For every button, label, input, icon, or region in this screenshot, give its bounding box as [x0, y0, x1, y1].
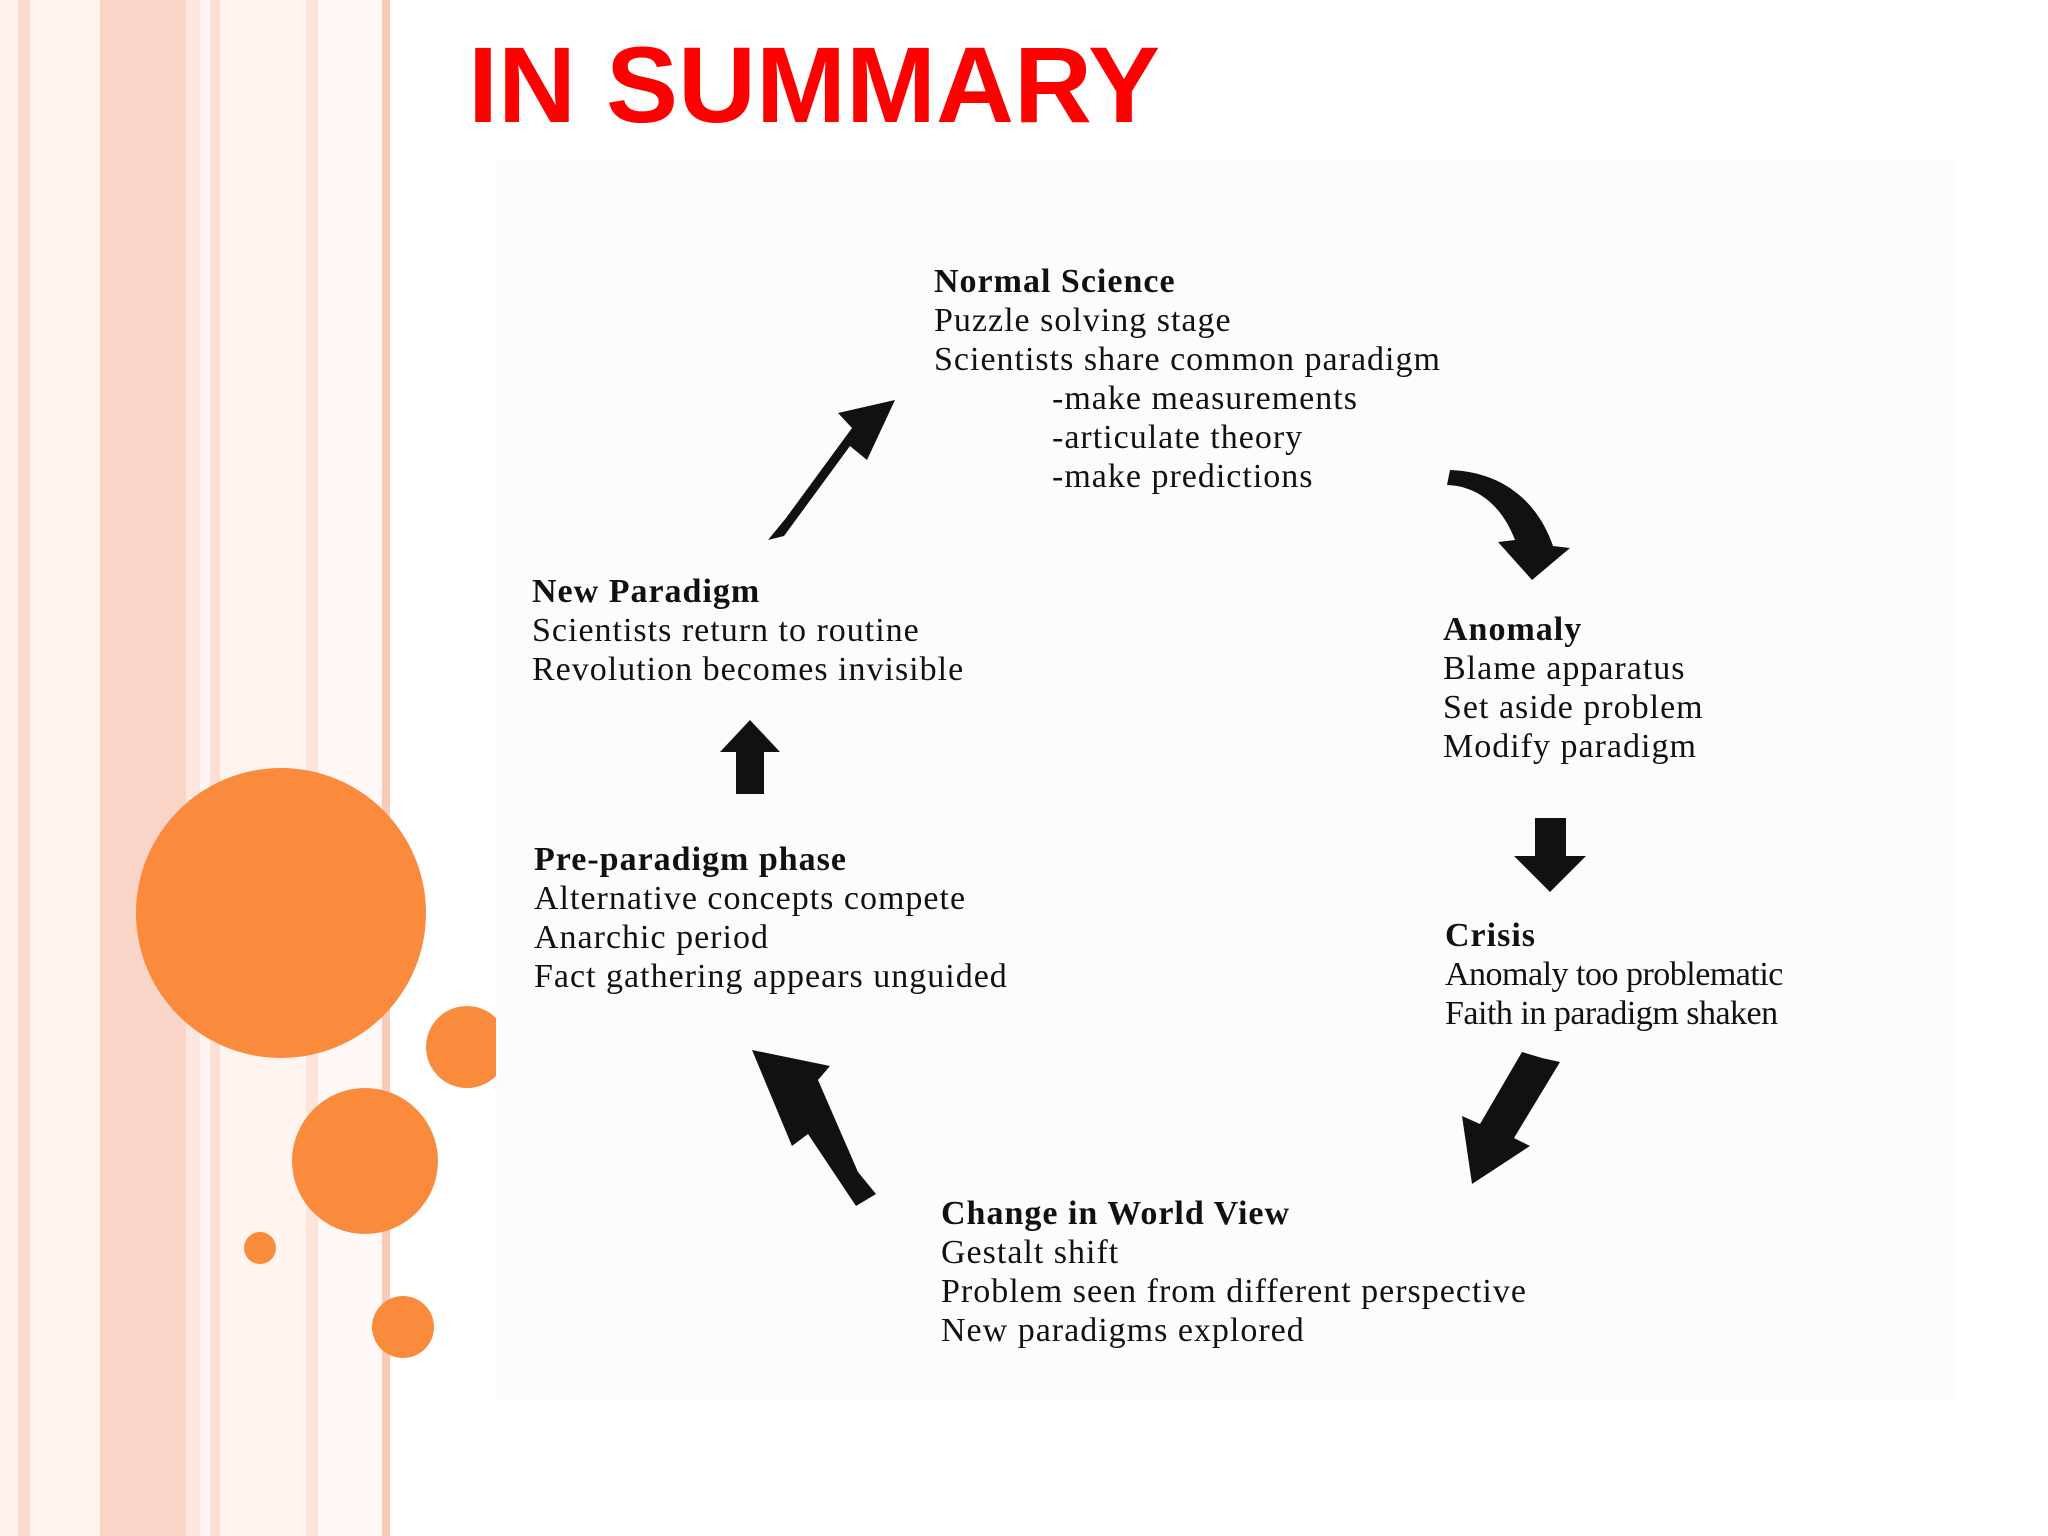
normal-science-block: Normal Science Puzzle solving stage Scie… [934, 262, 1441, 496]
pre-paradigm-phase-line: Anarchic period [534, 919, 769, 956]
stripe [100, 0, 186, 1536]
normal-science-line: Scientists share common paradigm [934, 341, 1441, 378]
pre-paradigm-phase-block: Pre-paradigm phase Alternative concepts … [534, 840, 1008, 996]
new-paradigm-block: New Paradigm Scientists return to routin… [532, 572, 964, 689]
pre-paradigm-phase-heading: Pre-paradigm phase [534, 841, 847, 878]
stripe [18, 0, 30, 1536]
arrow-new-paradigm-to-normal-science [768, 400, 895, 540]
crisis-heading: Crisis [1445, 917, 1536, 954]
arrow-anomaly-to-crisis [1514, 818, 1586, 892]
decorative-circle-medium [292, 1088, 438, 1234]
anomaly-block: Anomaly Blame apparatus Set aside proble… [1443, 610, 1704, 766]
pre-paradigm-phase-line: Fact gathering appears unguided [534, 958, 1008, 995]
change-in-world-view-heading: Change in World View [941, 1195, 1291, 1232]
anomaly-heading: Anomaly [1443, 611, 1583, 648]
stripe [0, 0, 18, 1536]
stripe [200, 0, 210, 1536]
decorative-circle-tiny [244, 1232, 276, 1264]
normal-science-sub-line: -make predictions [1052, 458, 1314, 495]
anomaly-line: Set aside problem [1443, 689, 1704, 726]
new-paradigm-line: Scientists return to routine [532, 612, 920, 649]
decorative-stripes [0, 0, 400, 1536]
normal-science-heading: Normal Science [934, 263, 1176, 300]
arrow-change-in-world-view-to-pre-paradigm [752, 1050, 876, 1206]
change-in-world-view-line: New paradigms explored [941, 1312, 1305, 1349]
decorative-circle-small-bottom [372, 1296, 434, 1358]
slide-title: IN SUMMARY [468, 24, 1160, 145]
normal-science-sub-line: -make measurements [1052, 380, 1358, 417]
stripe [186, 0, 200, 1536]
crisis-line: Anomaly too problematic [1445, 956, 1783, 993]
new-paradigm-line: Revolution becomes invisible [532, 651, 965, 688]
crisis-block: Crisis Anomaly too problematic Faith in … [1445, 916, 1783, 1033]
stripe [30, 0, 100, 1536]
anomaly-line: Blame apparatus [1443, 650, 1686, 687]
crisis-line: Faith in paradigm shaken [1445, 995, 1778, 1032]
change-in-world-view-block: Change in World View Gestalt shift Probl… [941, 1194, 1527, 1350]
anomaly-line: Modify paradigm [1443, 728, 1697, 765]
pre-paradigm-phase-line: Alternative concepts compete [534, 880, 967, 917]
stripe [318, 0, 382, 1536]
normal-science-sub-line: -articulate theory [1052, 419, 1304, 456]
arrow-pre-paradigm-to-new-paradigm [720, 720, 780, 794]
change-in-world-view-line: Gestalt shift [941, 1234, 1120, 1271]
stripe [382, 0, 390, 1536]
new-paradigm-heading: New Paradigm [532, 573, 761, 610]
normal-science-line: Puzzle solving stage [934, 302, 1232, 339]
arrow-normal-science-to-anomaly [1447, 470, 1570, 580]
decorative-circle-large [136, 768, 426, 1058]
arrow-crisis-to-change-in-world-view [1462, 1052, 1560, 1184]
decorative-circle-small [426, 1006, 508, 1088]
stripe [210, 0, 220, 1536]
change-in-world-view-line: Problem seen from different perspective [941, 1273, 1527, 1310]
